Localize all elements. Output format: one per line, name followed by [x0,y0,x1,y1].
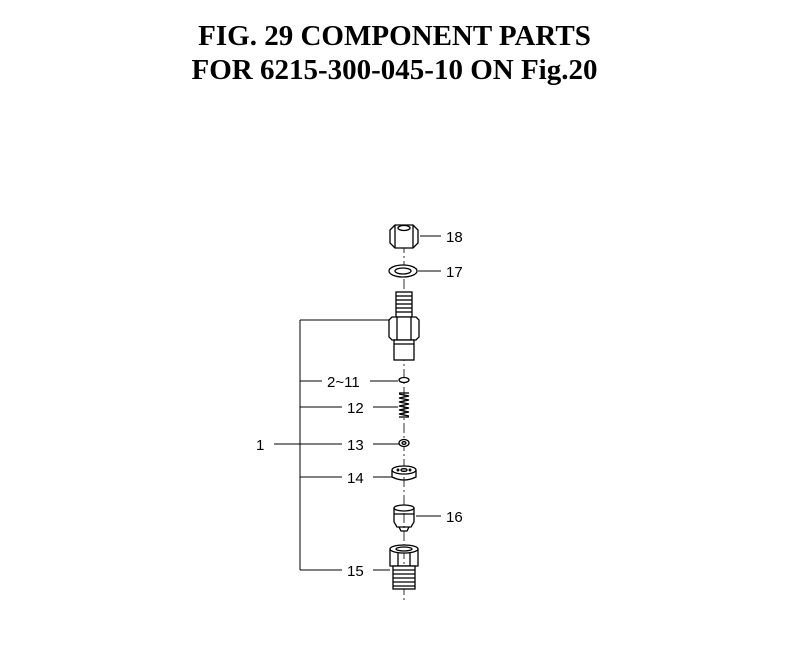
part-12-spring [398,392,410,418]
callout-15: 15 [347,563,364,580]
callout-16: 16 [446,509,463,526]
part-18-hex-nut [389,224,419,249]
callout-14: 14 [347,470,364,487]
leader-lines [274,235,441,571]
callout-17: 17 [446,264,463,281]
part-17-washer [388,264,418,278]
part-14-distance-piece [391,465,417,481]
callout-1: 1 [256,437,264,454]
part-2-11-shim [398,376,410,384]
callout-12: 12 [347,400,364,417]
part-15-retaining-nut [389,544,419,590]
callout-13: 13 [347,437,364,454]
callout-18: 18 [446,229,463,246]
part-13-spring-seat [398,438,410,448]
part-1-nozzle-holder-body [388,291,420,361]
figure-title-line-2: FOR 6215-300-045-10 ON Fig.20 [191,54,598,86]
part-16-nozzle [393,504,415,532]
callout-2-11: 2~11 [327,374,360,391]
figure-title-line-1: FIG. 29 COMPONENT PARTS [198,20,591,52]
